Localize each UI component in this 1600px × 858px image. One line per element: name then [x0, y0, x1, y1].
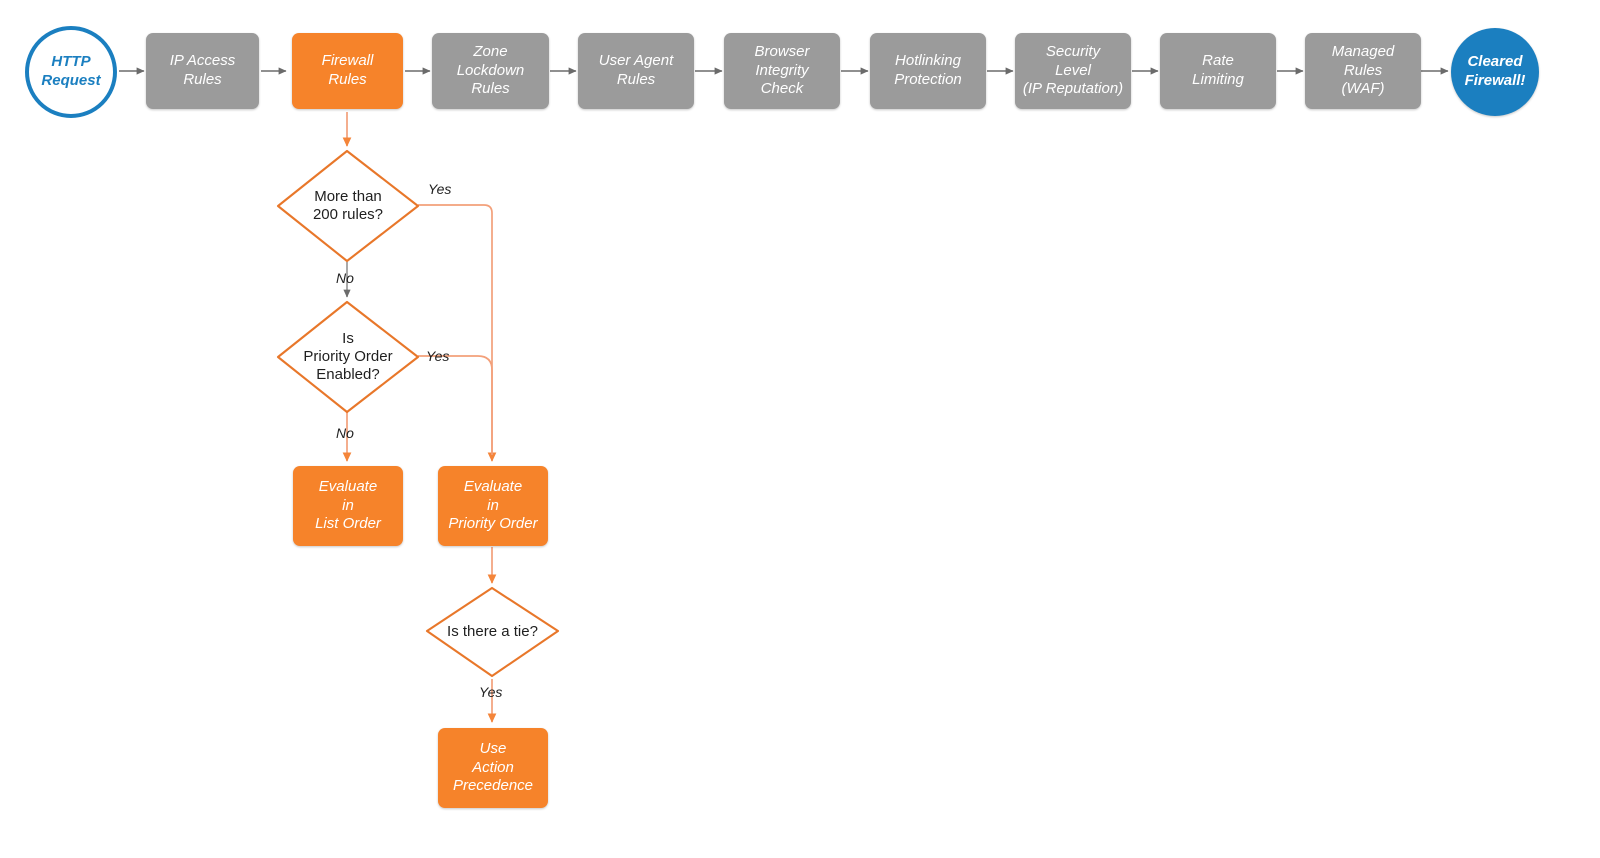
edge-yes-priority-order-to-priority-order-box: [418, 355, 493, 455]
node-hotlinking-protection[interactable]: Hotlinking Protection: [870, 33, 986, 109]
node-security-level-label: Security Level (IP Reputation): [1022, 42, 1124, 98]
node-security-level[interactable]: Security Level (IP Reputation): [1015, 33, 1131, 109]
decision-more-than-200-rules-label: More than 200 rules?: [312, 188, 384, 223]
decision-is-there-a-tie[interactable]: Is there a tie?: [427, 588, 558, 676]
node-managed-rules-waf[interactable]: Managed Rules (WAF): [1305, 33, 1421, 109]
action-use-action-precedence-label: Use Action Precedence: [452, 739, 534, 795]
node-browser-integrity-check[interactable]: Browser Integrity Check: [724, 33, 840, 109]
node-zone-lockdown-rules[interactable]: Zone Lockdown Rules: [432, 33, 549, 109]
action-evaluate-in-list-order-label: Evaluate in List Order: [315, 477, 381, 533]
node-rate-limiting[interactable]: Rate Limiting: [1160, 33, 1276, 109]
edge-label-yes-priority-order: Yes: [426, 348, 450, 364]
node-rate-limiting-label: Rate Limiting: [1192, 52, 1244, 88]
node-ip-access-rules-label: IP Access Rules: [169, 52, 236, 88]
edge-yes-200-rules-to-priority-order-box: [418, 204, 497, 462]
edge-label-yes-200-rules: Yes: [428, 181, 452, 197]
decision-more-than-200-rules[interactable]: More than 200 rules?: [278, 151, 418, 261]
node-cleared-firewall-label: Cleared Firewall!: [1464, 53, 1526, 89]
decision-is-there-a-tie-label: Is there a tie?: [447, 623, 538, 640]
node-managed-rules-waf-label: Managed Rules (WAF): [1331, 42, 1395, 98]
node-zone-lockdown-rules-label: Zone Lockdown Rules: [456, 42, 525, 98]
action-evaluate-in-priority-order-label: Evaluate in Priority Order: [448, 477, 538, 533]
node-firewall-rules-label: Firewall Rules: [321, 52, 374, 88]
node-http-request[interactable]: HTTP Request: [25, 26, 117, 118]
node-http-request-label: HTTP Request: [41, 53, 101, 89]
decision-is-priority-order-enabled-label: Is Priority Order Enabled?: [303, 330, 393, 383]
action-evaluate-in-priority-order[interactable]: Evaluate in Priority Order: [438, 466, 548, 546]
node-user-agent-rules[interactable]: User Agent Rules: [578, 33, 694, 109]
action-use-action-precedence[interactable]: Use Action Precedence: [438, 728, 548, 808]
edge-label-no-priority-order: No: [336, 425, 354, 441]
decision-is-priority-order-enabled[interactable]: Is Priority Order Enabled?: [278, 302, 418, 412]
node-user-agent-rules-label: User Agent Rules: [598, 52, 674, 88]
node-browser-integrity-check-label: Browser Integrity Check: [754, 42, 810, 98]
edge-label-yes-tie: Yes: [479, 684, 503, 700]
node-cleared-firewall[interactable]: Cleared Firewall!: [1451, 28, 1539, 116]
edge-label-no-200-rules: No: [336, 270, 354, 286]
node-ip-access-rules[interactable]: IP Access Rules: [146, 33, 259, 109]
node-firewall-rules[interactable]: Firewall Rules: [292, 33, 403, 109]
action-evaluate-in-list-order[interactable]: Evaluate in List Order: [293, 466, 403, 546]
node-hotlinking-protection-label: Hotlinking Protection: [894, 52, 962, 88]
